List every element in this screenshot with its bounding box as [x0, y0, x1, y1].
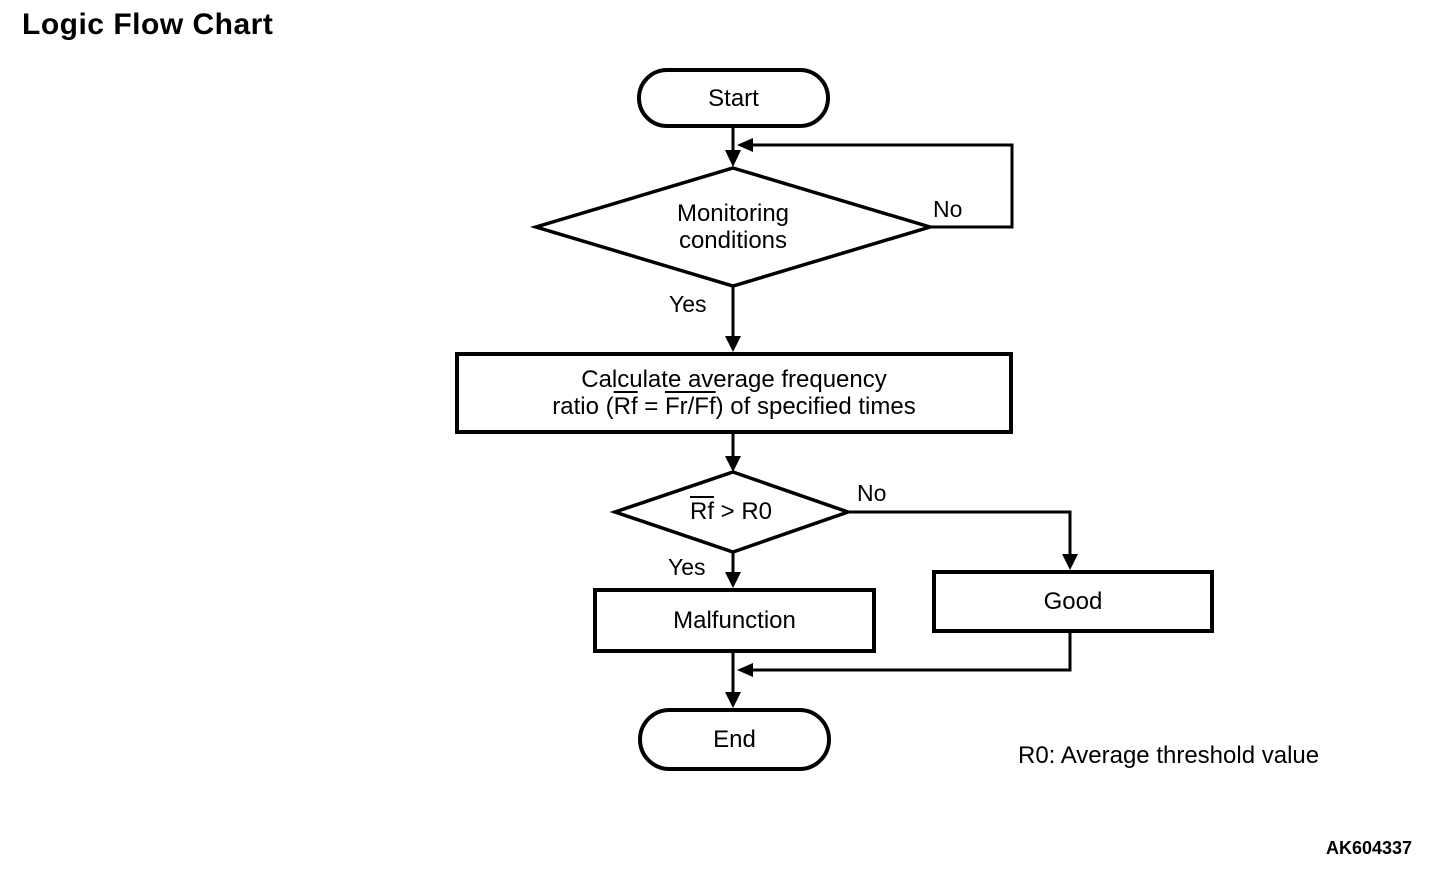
arrowhead-into-end: [725, 692, 741, 708]
decision-monitoring-label: Monitoring conditions: [676, 200, 790, 254]
edge-monitoring-no-loop: [749, 143, 1014, 229]
process-calculate: Calculate average frequency ratio (Rf = …: [455, 352, 1013, 434]
label-yes-monitoring: Yes: [669, 291, 707, 317]
note-r0: R0: Average threshold value: [1018, 742, 1320, 769]
edge-good-to-junction: [751, 632, 1072, 672]
page-title: Logic Flow Chart: [22, 8, 274, 41]
decision-monitoring-shape: [529, 166, 937, 288]
decision-rf-label: Rf > R0: [631, 482, 831, 540]
calc-line2-eq: =: [637, 393, 665, 420]
rf-overline: Rf: [689, 497, 714, 525]
edge-decision-no-to-good: [848, 510, 1072, 558]
calc-line2-rf-overline: Rf: [613, 393, 638, 420]
start-label: Start: [708, 84, 759, 112]
label-no-rf: No: [857, 480, 887, 506]
good-label: Good: [1043, 588, 1103, 615]
arrowhead-into-malfunction: [725, 572, 741, 588]
calc-line2-frff-overline: Fr/Ff: [664, 393, 716, 420]
arrowhead-into-calc: [725, 336, 741, 352]
arrowhead-junction-left: [737, 663, 753, 677]
calc-line1: Calculate average frequency: [581, 366, 887, 393]
end-node: End: [638, 708, 831, 771]
arrowhead-into-monitoring: [725, 150, 741, 167]
process-malfunction: Malfunction: [593, 588, 876, 653]
start-node: Start: [637, 68, 830, 128]
rf-rest: > R0: [713, 497, 773, 525]
decision-rf-shape: [609, 470, 854, 554]
arrowhead-into-decision-rf: [725, 456, 741, 472]
arrowhead-into-good: [1062, 554, 1078, 570]
process-good: Good: [932, 570, 1214, 633]
calc-line2: ratio (Rf = Fr/Ff) of specified times: [552, 393, 915, 420]
calc-line2-pre: ratio (: [552, 393, 614, 420]
malfunction-label: Malfunction: [673, 607, 796, 634]
label-yes-rf: Yes: [668, 554, 706, 580]
end-label: End: [713, 726, 756, 753]
label-no-monitoring: No: [933, 196, 963, 222]
arrowhead-loop-left: [737, 138, 753, 152]
figure-code: AK604337: [1326, 838, 1413, 858]
calc-line2-post: ) of specified times: [715, 393, 916, 420]
